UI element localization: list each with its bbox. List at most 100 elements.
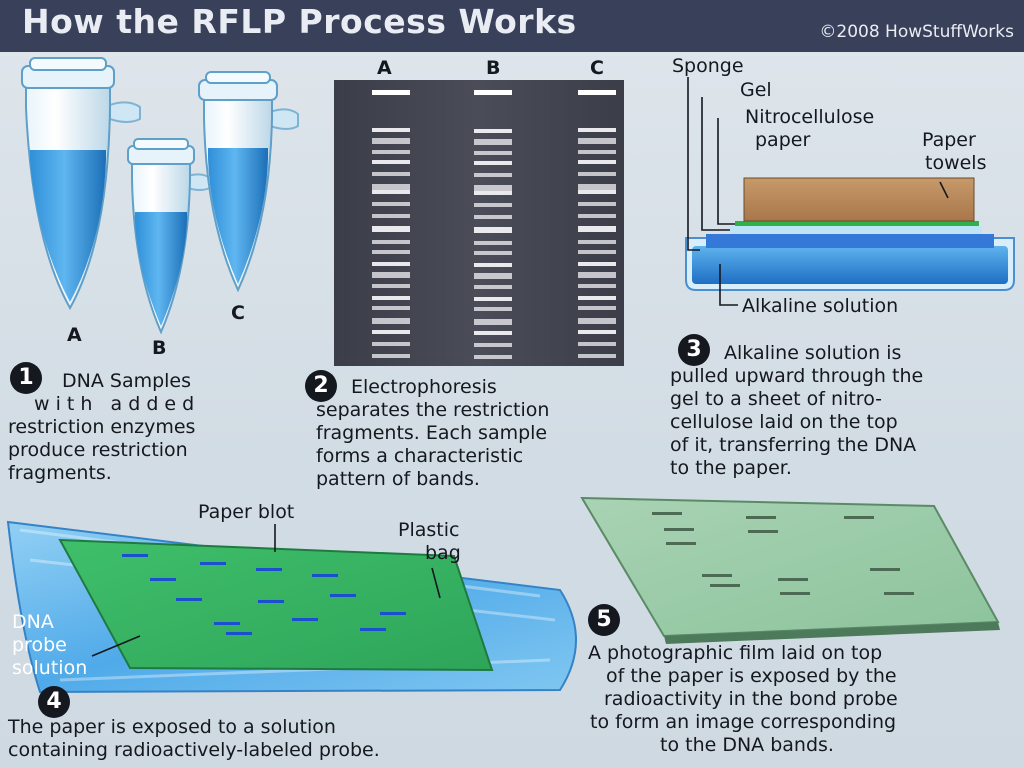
gel-band: [474, 151, 512, 155]
step-5-line-3: radioactivity in the bond probe: [604, 688, 898, 710]
gel-band: [474, 319, 512, 325]
step-1-line-4: produce restriction: [8, 439, 188, 461]
blot-band: [122, 554, 148, 557]
gel-band: [474, 203, 512, 207]
gel-band: [372, 160, 410, 164]
gel-band: [578, 138, 616, 144]
gel-band: [372, 138, 410, 144]
gel-band: [474, 129, 512, 133]
blot-band: [330, 594, 356, 597]
label-alkaline-solution: Alkaline solution: [742, 295, 899, 317]
gel-band: [372, 128, 410, 132]
lane-label-c: C: [590, 57, 604, 79]
gel-band: [474, 297, 512, 301]
step-2-line-2: separates the restriction: [316, 399, 550, 421]
gel-band: [578, 128, 616, 132]
gel-band: [474, 251, 512, 255]
gel-band: [372, 190, 410, 194]
gel-well-band: [578, 90, 616, 95]
gel-band: [578, 202, 616, 206]
blot-band: [256, 568, 282, 571]
step-3-line-5: of it, transferring the DNA: [670, 434, 917, 456]
blot-band: [226, 632, 252, 635]
step-4-line-1: The paper is exposed to a solution: [8, 716, 336, 738]
label-probe: probe: [12, 634, 67, 656]
gel-band: [578, 226, 616, 232]
page-title: How the RFLP Process Works: [22, 2, 577, 41]
gel-band: [372, 250, 410, 254]
gel-band: [372, 226, 410, 232]
copyright: ©2008 HowStuffWorks: [819, 22, 1014, 42]
step-1-line-2: w i t h a d d e d: [34, 393, 195, 415]
label-nitrocellulose-paper: paper: [755, 129, 811, 151]
step-1-badge: 1: [10, 362, 42, 394]
gel-band: [474, 273, 512, 279]
blot-band: [360, 628, 386, 631]
gel-band: [474, 161, 512, 165]
gel-band: [474, 215, 512, 219]
gel-band: [474, 331, 512, 335]
gel-band: [578, 190, 616, 194]
step-3-line-3: gel to a sheet of nitro-: [670, 388, 883, 410]
film-band: [710, 584, 740, 587]
label-paper: Paper: [922, 129, 976, 151]
lane-label-a: A: [377, 57, 392, 79]
gel-band: [578, 296, 616, 300]
label-nitrocellulose: Nitrocellulose: [745, 106, 875, 128]
gel-band: [372, 150, 410, 154]
gel-band: [578, 150, 616, 154]
gel-layer: [730, 226, 982, 234]
gel-band: [474, 343, 512, 347]
gel-band: [372, 306, 410, 310]
gel-band: [578, 250, 616, 254]
gel-band: [372, 342, 410, 346]
blot-band: [200, 562, 226, 565]
gel-band: [372, 284, 410, 288]
film-band: [870, 568, 900, 571]
gel-band: [578, 240, 616, 244]
film-band: [748, 530, 778, 533]
label-sponge: Sponge: [672, 55, 744, 77]
bag-pointer-lines: [91, 524, 441, 657]
blot-band: [380, 612, 406, 615]
gel-band: [372, 262, 410, 266]
step-2-line-5: pattern of bands.: [316, 468, 480, 490]
gel-band: [372, 172, 410, 176]
gel-band: [474, 241, 512, 245]
step-4-badge: 4: [38, 686, 70, 718]
paper-towels: [743, 177, 975, 222]
gel-band: [578, 184, 616, 190]
tube-c: [198, 71, 299, 293]
gel-band: [372, 202, 410, 206]
film-band: [844, 516, 874, 519]
gel-band: [372, 318, 410, 324]
step-3-line-4: cellulose laid on the top: [670, 411, 898, 433]
step-3-badge: 3: [678, 334, 710, 366]
film-band: [702, 574, 732, 577]
gel-band: [474, 173, 512, 177]
blot-band: [258, 600, 284, 603]
gel-band: [578, 354, 616, 358]
film-band: [780, 592, 810, 595]
gel-band: [578, 272, 616, 278]
gel-band: [474, 307, 512, 311]
lane-label-b: B: [486, 57, 501, 79]
step-5-line-1: A photographic film laid on top: [588, 642, 883, 664]
gel-well-band: [372, 90, 410, 95]
tube-label-b: B: [152, 337, 167, 359]
gel-band: [474, 139, 512, 145]
nitrocellulose-layer: [735, 221, 979, 226]
paper-blot: [58, 538, 494, 672]
step-5-line-2: of the paper is exposed by the: [606, 665, 897, 687]
gel-band: [372, 240, 410, 244]
blot-band: [312, 574, 338, 577]
gel-band: [372, 272, 410, 278]
step-1-line-1: DNA Samples: [62, 370, 192, 392]
label-dna: DNA: [12, 611, 54, 633]
gel-band: [474, 227, 512, 233]
step-5-line-4: to form an image corresponding: [590, 711, 897, 733]
step-3-line-6: to the paper.: [670, 457, 792, 479]
gel-band: [578, 172, 616, 176]
tube-b: [127, 138, 211, 335]
